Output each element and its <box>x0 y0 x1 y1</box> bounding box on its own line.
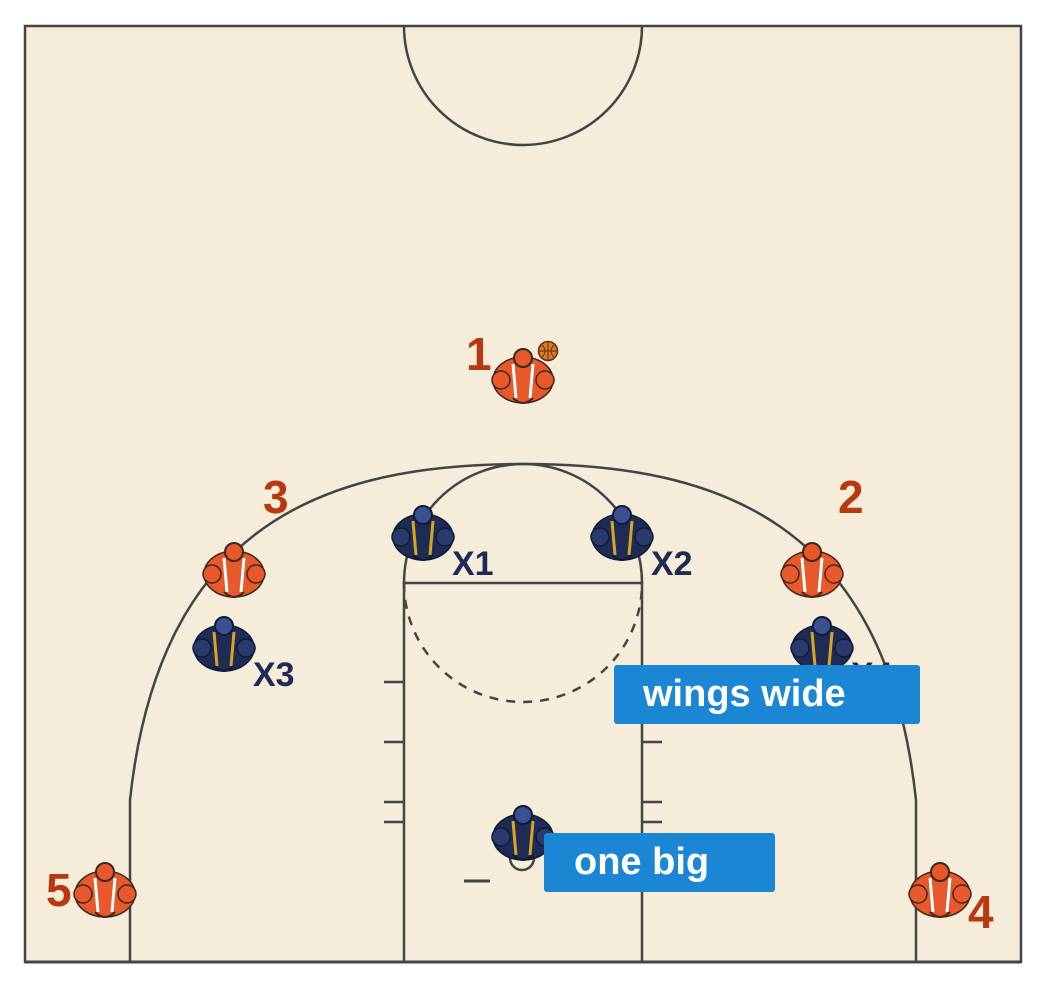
offense-label-5: 5 <box>46 864 72 916</box>
lane-hash-marks <box>384 680 662 824</box>
callout-wings-wide: wings wide <box>614 665 920 724</box>
offense-label-1: 1 <box>466 328 492 380</box>
callout-one-big: one big <box>544 833 775 892</box>
center-circle <box>402 25 644 147</box>
offense-label-2: 2 <box>838 471 864 523</box>
free-throw-lane <box>402 581 644 964</box>
offense-label-4: 4 <box>968 886 994 938</box>
basketball-icon <box>537 340 559 362</box>
defense-label-x1: X1 <box>452 545 494 583</box>
offense-label-3: 3 <box>263 471 289 523</box>
defense-label-x2: X2 <box>651 545 693 583</box>
free-throw-circle-bottom <box>402 582 644 704</box>
defense-label-x3: X3 <box>253 656 295 694</box>
